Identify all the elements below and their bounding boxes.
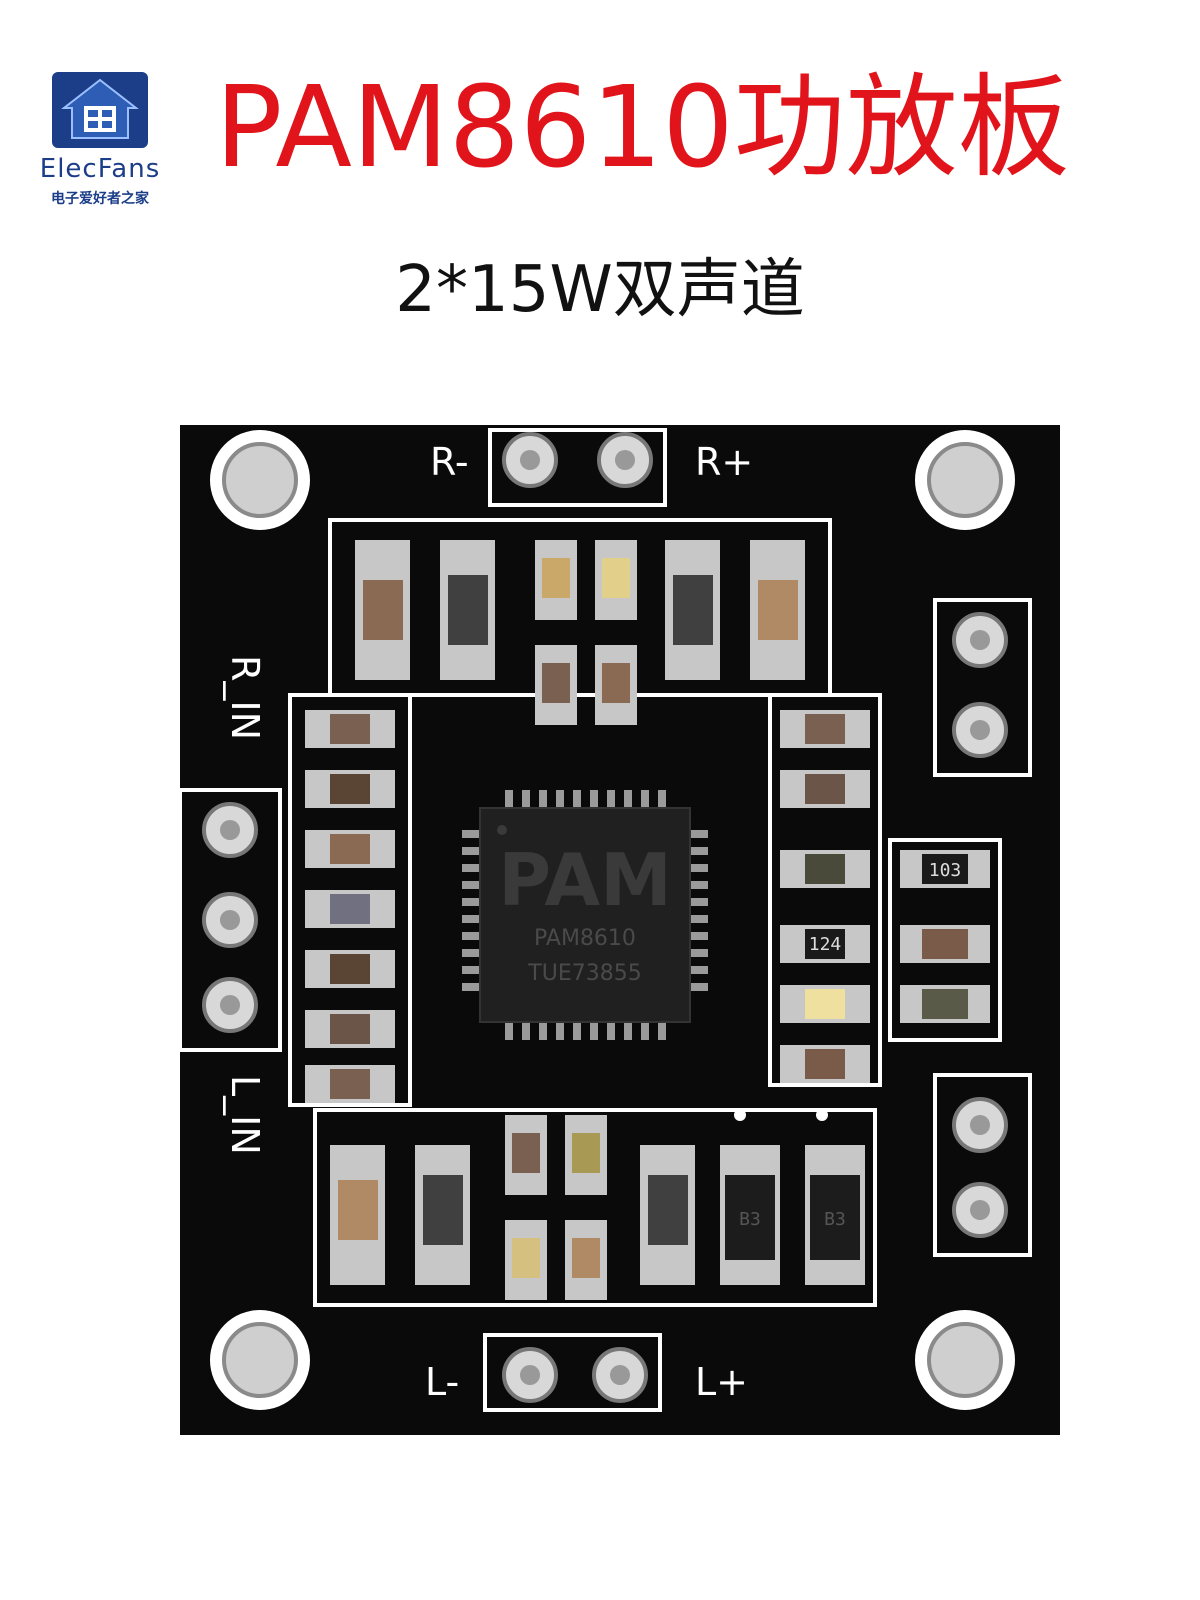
- chip-code: TUE73855: [527, 961, 641, 986]
- pad-r-minus: [502, 432, 558, 488]
- label-l-minus: L-: [425, 1360, 459, 1404]
- pad-power-3: [952, 1097, 1008, 1153]
- pam8610-chip: [462, 790, 708, 1040]
- chip-brand: PAM: [498, 838, 672, 922]
- pad-l-plus: [592, 1347, 648, 1403]
- elecfans-logo-icon: [52, 72, 148, 148]
- resistor-mark-103: 103: [929, 860, 962, 881]
- silkscreen-outlines: [178, 428, 1032, 1412]
- label-r-in: R_IN: [223, 655, 267, 740]
- pad-power-1: [952, 612, 1008, 668]
- pcb-board-drawing: R- R+ L- L+ R_IN L_IN PAM PAM8610 TUE738…: [178, 425, 1060, 1435]
- pad-input-2: [202, 892, 258, 948]
- left-components: [305, 710, 395, 1103]
- pad-r-plus: [597, 432, 653, 488]
- page-title: PAM8610功放板: [215, 63, 1070, 193]
- label-l-in: L_IN: [223, 1075, 267, 1155]
- top-components: [355, 540, 805, 725]
- diode-mark-1: B3: [739, 1209, 761, 1230]
- label-l-plus: L+: [695, 1360, 748, 1404]
- chip-model: PAM8610: [534, 926, 636, 951]
- resistor-mark-124: 124: [809, 934, 842, 955]
- label-r-plus: R+: [695, 440, 753, 484]
- page-subtitle: 2*15W双声道: [395, 253, 805, 327]
- pad-power-4: [952, 1182, 1008, 1238]
- pad-l-minus: [502, 1347, 558, 1403]
- logo-name: ElecFans: [39, 154, 161, 184]
- bottom-components: [330, 1115, 865, 1300]
- diode-mark-2: B3: [824, 1209, 846, 1230]
- elecfans-logo: ElecFans 电子爱好者之家: [20, 70, 180, 220]
- pad-input-3: [202, 977, 258, 1033]
- solder-pads: [202, 432, 1008, 1403]
- pad-power-2: [952, 702, 1008, 758]
- mounting-holes: [210, 430, 1015, 1410]
- pcb-board: R- R+ L- L+ R_IN L_IN PAM PAM8610 TUE738…: [150, 410, 1080, 1460]
- label-r-minus: R-: [430, 440, 469, 484]
- logo-subtitle: 电子爱好者之家: [51, 191, 149, 207]
- pad-input-1: [202, 802, 258, 858]
- right-components: [780, 710, 990, 1083]
